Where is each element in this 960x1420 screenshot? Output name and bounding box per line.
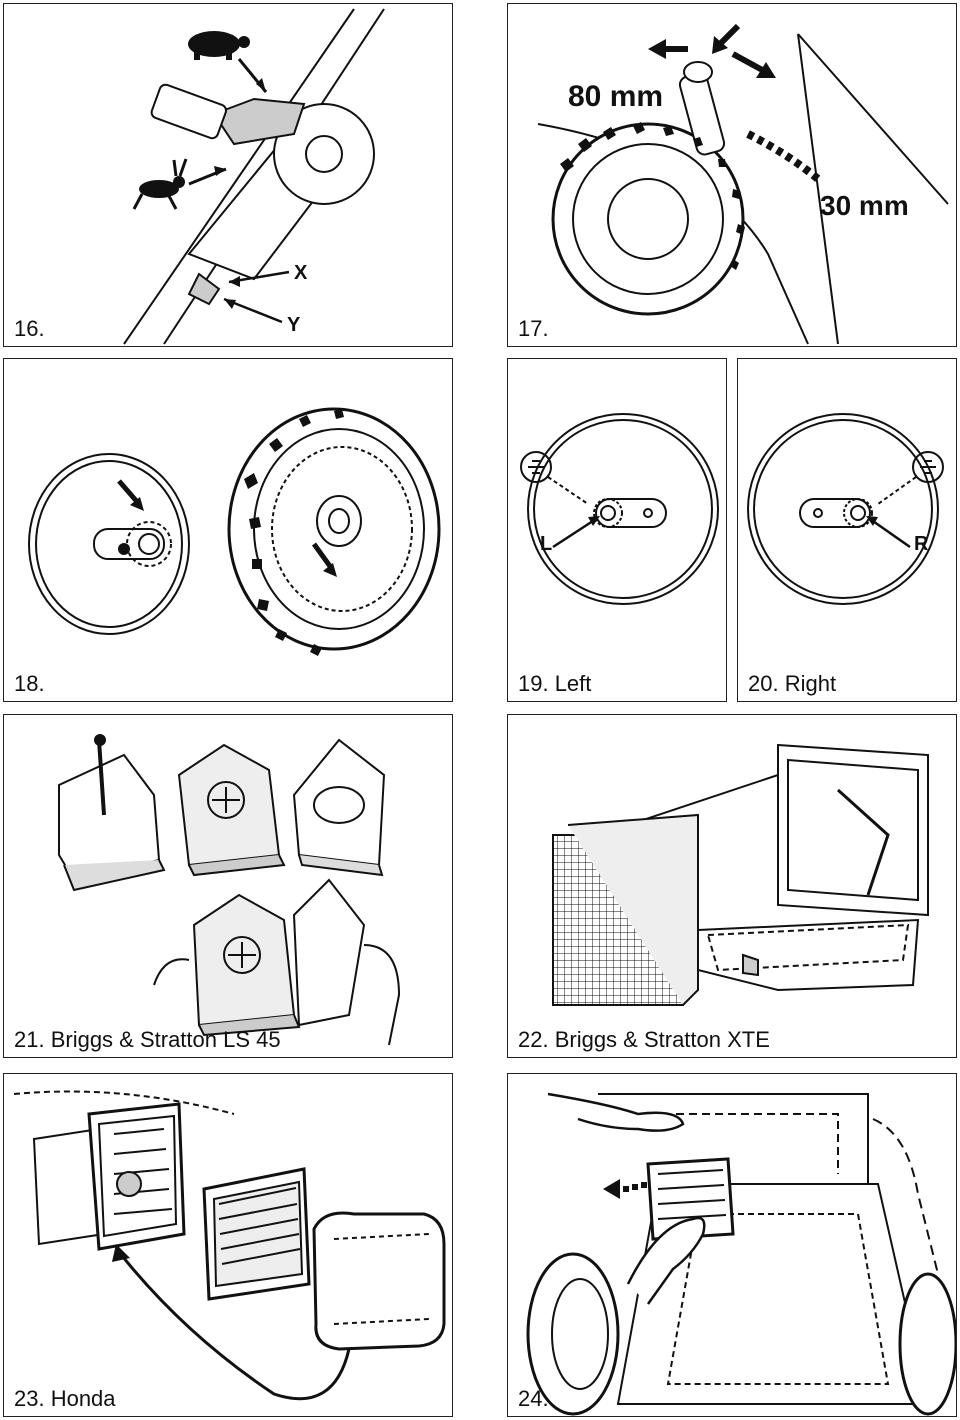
figure-22-air-filter-xte: 22. Briggs & Stratton XTE [507,714,957,1058]
caption-24: 24. [518,1386,549,1411]
caption-22: 22. Briggs & Stratton XTE [518,1027,770,1052]
speed-lever-illustration [123,8,385,345]
remove-filter-illustration [526,1092,956,1416]
hare-icon [132,158,188,210]
right-gear-illustration [747,413,944,605]
caption-20: 20. Right [748,671,837,696]
figure-20-right-gear: R 20. Right [737,358,957,702]
marker-r: R [914,533,929,555]
wheel-height-illustration [537,23,949,345]
figure-18-gear-wheel: 18. [3,358,453,702]
caption-16: 16. [14,316,45,341]
figure-24-remove-filter: 24. [507,1073,957,1417]
left-gear-illustration [520,413,719,605]
caption-21: 21. Briggs & Stratton LS 45 [14,1027,281,1052]
caption-18: 18. [14,671,45,696]
figure-17-wheel-height: 80 mm 30 mm 17. [507,3,957,347]
caption-17: 17. [518,316,549,341]
figure-16-speed-lever: X Y 16. [3,3,453,347]
gear-wheel-illustration [28,407,441,656]
air-filter-xte-illustration [552,743,929,1006]
dimension-80mm: 80 mm [568,80,664,113]
dimension-30mm: 30 mm [820,190,909,221]
label-x: X [294,262,308,284]
figure-21-air-filter-ls45: 21. Briggs & Stratton LS 45 [3,714,453,1058]
figure-19-left-gear: L 19. Left [507,358,727,702]
air-filter-honda-illustration [13,1090,446,1401]
figure-23-air-filter-honda: 23. Honda [3,1073,453,1417]
caption-19: 19. Left [518,671,592,696]
caption-23: 23. Honda [14,1386,116,1411]
label-y: Y [287,314,301,336]
air-filter-ls45-illustration [58,734,401,1046]
turtle-icon [188,31,250,60]
marker-l: L [540,533,553,555]
